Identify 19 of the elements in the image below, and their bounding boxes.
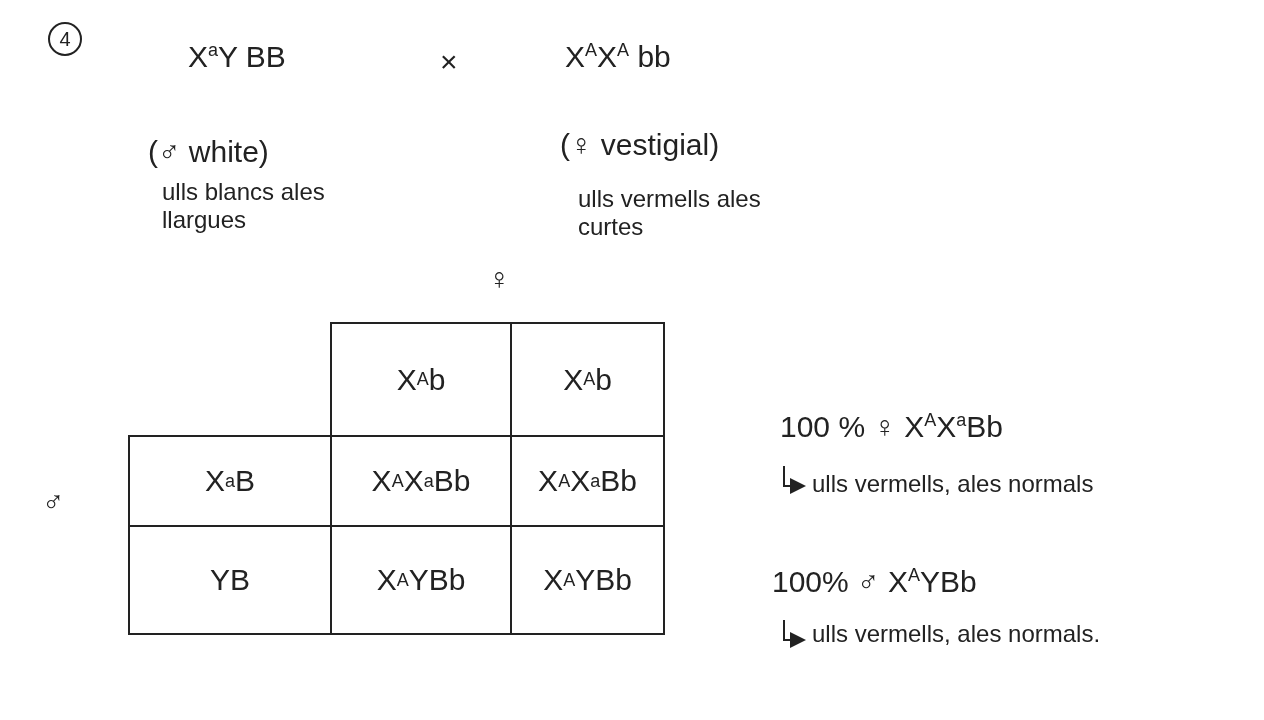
- genotype-cell: X$^{A}$YBb: [510, 525, 665, 635]
- cross-sign: ×: [440, 45, 458, 80]
- gamete-cell: YB: [128, 525, 332, 635]
- female-genotype: X$^{A}$X$^{A}$ bb: [565, 40, 671, 75]
- gamete-cell: X$^{a}$B: [128, 435, 332, 527]
- male-genotype: X$^{a}$Y BB: [188, 40, 286, 75]
- offspring-result: 100% ♂ X$^{A}$YBb: [772, 565, 977, 600]
- parent-label: (♀ vestigial): [560, 128, 720, 163]
- parent-label: (♂ white): [148, 135, 269, 170]
- phenotype-text: ulls vermells, ales normals: [812, 470, 1095, 498]
- phenotype-text: ulls vermells ales curtes: [578, 185, 762, 241]
- gamete-cell: X$^{A}$b: [510, 322, 665, 437]
- phenotype-text: ulls vermells, ales normals.: [812, 620, 1102, 648]
- male-symbol: ♂: [42, 485, 65, 520]
- female-symbol: ♀: [488, 262, 511, 297]
- problem-number: 4: [48, 22, 82, 56]
- gamete-cell: X$^{A}$b: [330, 322, 512, 437]
- offspring-result: 100 % ♀ X$^{A}$X$^{a}$Bb: [780, 410, 1003, 445]
- phenotype-text: ulls blancs ales llargues: [162, 178, 326, 234]
